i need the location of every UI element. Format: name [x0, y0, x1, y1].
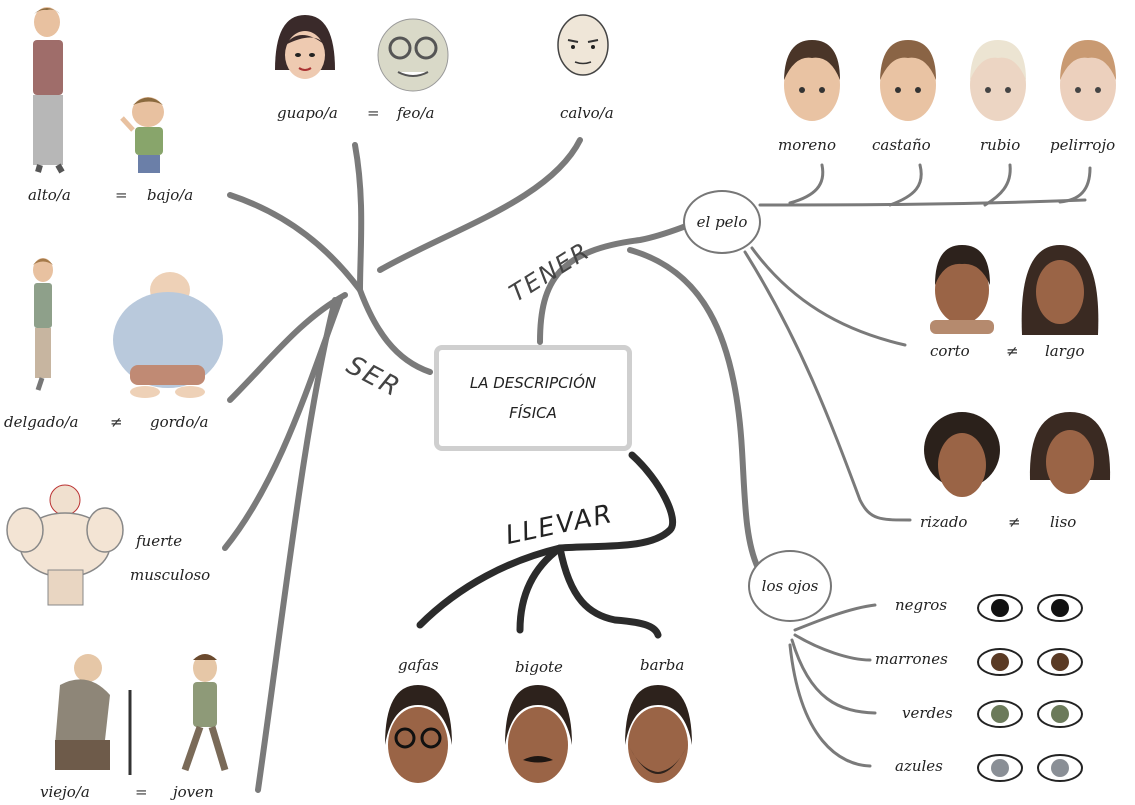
symbol-neq-rizado: ≠ — [1008, 513, 1021, 531]
label-liso: liso — [1050, 513, 1077, 531]
branch-viejo-joven — [255, 297, 338, 793]
label-barba: barba — [640, 656, 685, 674]
label-largo: largo — [1045, 342, 1085, 360]
face-pelirrojo-illustration — [1060, 40, 1116, 121]
branch-delgado-gordo — [227, 292, 348, 403]
label-verdes: verdes — [902, 704, 953, 722]
branch-alto-bajo — [227, 192, 363, 293]
label-joven: joven — [173, 783, 214, 801]
face-rizado-illustration — [924, 412, 1000, 497]
branch-gafas — [416, 544, 564, 629]
label-viejo: viejo/a — [40, 783, 90, 801]
branch-fuerte — [222, 297, 343, 551]
branch-calvo — [377, 137, 583, 273]
eyes-verdes-illustration — [977, 700, 1083, 728]
face-castano-illustration — [880, 40, 936, 121]
short-person-illustration — [120, 97, 164, 173]
branch-barba — [556, 544, 662, 639]
label-bigote: bigote — [515, 658, 563, 676]
node-los-ojos-label: los ojos — [761, 577, 819, 595]
face-largo-illustration — [1021, 245, 1099, 335]
branch-to-ojos — [627, 247, 761, 571]
central-title-line2: FÍSICA — [509, 404, 557, 422]
label-rizado: rizado — [920, 513, 968, 531]
face-barba-illustration — [625, 685, 692, 783]
central-title-line1: LA DESCRIPCIÓN — [469, 374, 597, 392]
label-rubio: rubio — [980, 136, 1021, 154]
symbol-eq-alto: = — [115, 186, 128, 204]
tall-person-illustration — [33, 7, 65, 174]
thin-person-illustration — [33, 258, 53, 391]
face-rubio-illustration — [970, 40, 1026, 121]
face-gafas-illustration — [385, 685, 452, 783]
branch-corto-largo — [750, 246, 907, 347]
branch-ser-trunk — [357, 287, 433, 375]
fat-person-illustration — [113, 272, 223, 398]
label-alto: alto/a — [28, 186, 71, 204]
face-corto-illustration — [930, 245, 994, 334]
label-marrones: marrones — [875, 650, 948, 668]
symbol-neq-delgado: ≠ — [110, 413, 123, 431]
label-guapo: guapo/a — [277, 104, 338, 122]
label-delgado: delgado/a — [4, 413, 79, 431]
node-el-pelo: el pelo — [683, 190, 761, 254]
label-castano: castaño — [872, 136, 931, 154]
label-calvo: calvo/a — [560, 104, 614, 122]
branch-tener-trunk — [537, 223, 689, 345]
node-el-pelo-label: el pelo — [696, 213, 748, 231]
ugly-face-illustration — [377, 18, 449, 92]
label-gordo: gordo/a — [150, 413, 209, 431]
pretty-face-illustration — [275, 15, 335, 79]
branch-bigote — [516, 544, 564, 634]
eyes-negros-illustration — [977, 594, 1083, 622]
face-bigote-illustration — [505, 685, 572, 783]
strong-man-illustration — [6, 484, 124, 606]
ojos-branches — [788, 603, 877, 768]
label-bajo: bajo/a — [147, 186, 194, 204]
symbol-eq-viejo: = — [135, 783, 148, 801]
label-corto: corto — [930, 342, 970, 360]
pelo-branches — [743, 163, 1092, 522]
eyes-azules-illustration — [977, 754, 1083, 782]
branch-rizado-liso — [743, 250, 912, 522]
eyes-marrones-illustration — [977, 648, 1083, 676]
label-gafas: gafas — [398, 656, 439, 674]
label-negros: negros — [895, 596, 948, 614]
bald-face-illustration — [557, 14, 609, 76]
node-los-ojos: los ojos — [748, 550, 832, 622]
llevar-branches — [416, 451, 677, 639]
label-moreno: moreno — [778, 136, 836, 154]
branch-guapo-feo — [352, 142, 365, 293]
symbol-eq-guapo: = — [367, 104, 380, 122]
old-person-illustration — [55, 654, 132, 775]
tener-branches — [537, 223, 761, 571]
symbol-neq-corto: ≠ — [1006, 342, 1019, 360]
branch-llevar-trunk — [556, 451, 677, 552]
label-feo: feo/a — [397, 104, 435, 122]
label-fuerte: fuerte — [136, 532, 183, 550]
label-pelirrojo: pelirrojo — [1050, 136, 1116, 154]
young-person-illustration — [181, 654, 229, 772]
central-topic-box: LA DESCRIPCIÓN FÍSICA — [434, 345, 632, 451]
face-liso-illustration — [1029, 412, 1111, 494]
face-moreno-illustration — [784, 40, 840, 121]
ser-branches — [222, 137, 583, 793]
label-azules: azules — [895, 757, 943, 775]
label-musculoso: musculoso — [130, 566, 211, 584]
